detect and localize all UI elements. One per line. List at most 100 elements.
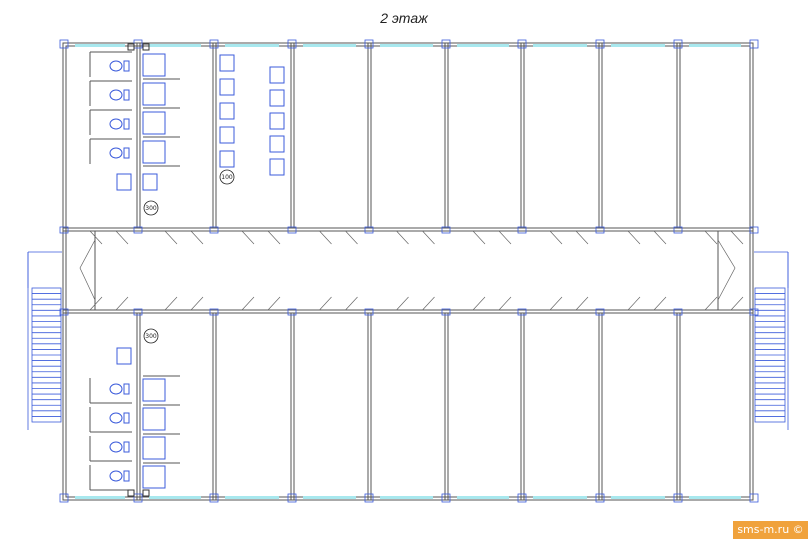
door-upper <box>241 230 281 245</box>
door-upper <box>396 230 435 245</box>
corridor-door-right <box>717 239 736 301</box>
corridor-door-left <box>79 239 96 301</box>
column-marker <box>59 308 69 316</box>
room-tag-label: 100 <box>221 174 233 181</box>
window <box>689 44 741 47</box>
room-tag <box>219 169 235 185</box>
column-marker <box>287 493 297 503</box>
doors <box>79 230 744 311</box>
column-marker <box>673 39 683 49</box>
window <box>149 44 201 47</box>
column-marker <box>441 226 451 234</box>
shower-tray <box>142 436 166 460</box>
sink-icon <box>219 126 235 144</box>
toilet-icon <box>109 412 123 424</box>
sink-icon <box>116 347 132 365</box>
toilet-icon <box>109 383 123 395</box>
column-marker <box>673 226 683 234</box>
column-marker <box>749 308 759 316</box>
window <box>611 44 665 47</box>
sink-icon <box>219 78 235 96</box>
door-upper <box>704 230 744 245</box>
door-upper <box>164 230 204 245</box>
window <box>380 44 433 47</box>
window <box>225 496 279 499</box>
toilet-icon <box>109 470 123 482</box>
column-marker <box>364 308 374 316</box>
column-marker <box>287 226 297 234</box>
sink-icon <box>269 66 285 84</box>
door-lower <box>241 296 281 311</box>
toilet-tank <box>123 412 130 424</box>
column-marker <box>517 308 527 316</box>
column-marker <box>517 39 527 49</box>
room-tag <box>143 328 159 344</box>
window <box>75 44 125 47</box>
column-marker <box>441 39 451 49</box>
window <box>689 496 741 499</box>
column-marker <box>749 226 759 234</box>
toilet-tank <box>123 60 130 72</box>
door-upper <box>89 230 129 245</box>
door-upper <box>319 230 358 245</box>
column-marker <box>133 308 143 316</box>
walls <box>62 42 754 501</box>
column-marker <box>133 226 143 234</box>
column-marker <box>441 308 451 316</box>
toilet-icon <box>109 147 123 159</box>
column-marker <box>441 493 451 503</box>
sink-icon <box>142 173 158 191</box>
column-small <box>127 43 135 51</box>
column-marker <box>287 39 297 49</box>
sink-icon <box>269 135 285 153</box>
toilet-icon <box>109 441 123 453</box>
column-marker <box>209 308 219 316</box>
column-marker <box>209 493 219 503</box>
column-marker <box>595 493 605 503</box>
shower-tray <box>142 407 166 431</box>
door-lower <box>89 296 129 311</box>
window <box>457 496 509 499</box>
shower-tray <box>142 53 166 77</box>
toilet-icon <box>109 89 123 101</box>
door-upper <box>627 230 667 245</box>
toilet-icon <box>109 60 123 72</box>
shower-tray <box>142 111 166 135</box>
window <box>225 44 279 47</box>
column-marker <box>749 493 759 503</box>
door-lower <box>627 296 667 311</box>
window <box>533 44 587 47</box>
window <box>611 496 665 499</box>
window <box>380 496 433 499</box>
column-marker <box>133 39 143 49</box>
sanitary-fixtures <box>109 43 285 497</box>
column-marker <box>287 308 297 316</box>
toilet-tank <box>123 383 130 395</box>
room-tag-label: 300 <box>145 333 157 340</box>
column-marker <box>517 493 527 503</box>
windows <box>59 39 759 503</box>
column-marker <box>673 493 683 503</box>
column-marker <box>209 226 219 234</box>
column-marker <box>517 226 527 234</box>
column-marker <box>364 226 374 234</box>
column-marker <box>59 39 69 49</box>
column-marker <box>364 493 374 503</box>
door-upper <box>472 230 512 245</box>
shower-tray <box>142 378 166 402</box>
shower-tray <box>142 140 166 164</box>
toilet-icon <box>109 118 123 130</box>
door-lower <box>704 296 744 311</box>
vestibule-left <box>62 230 96 311</box>
door-lower <box>549 296 589 311</box>
window <box>533 496 587 499</box>
column-small <box>142 43 150 51</box>
room-tag <box>143 200 159 216</box>
shower-tray <box>142 465 166 489</box>
column-marker <box>595 308 605 316</box>
toilet-tank <box>123 441 130 453</box>
sink-icon <box>116 173 132 191</box>
sink-icon <box>219 150 235 168</box>
